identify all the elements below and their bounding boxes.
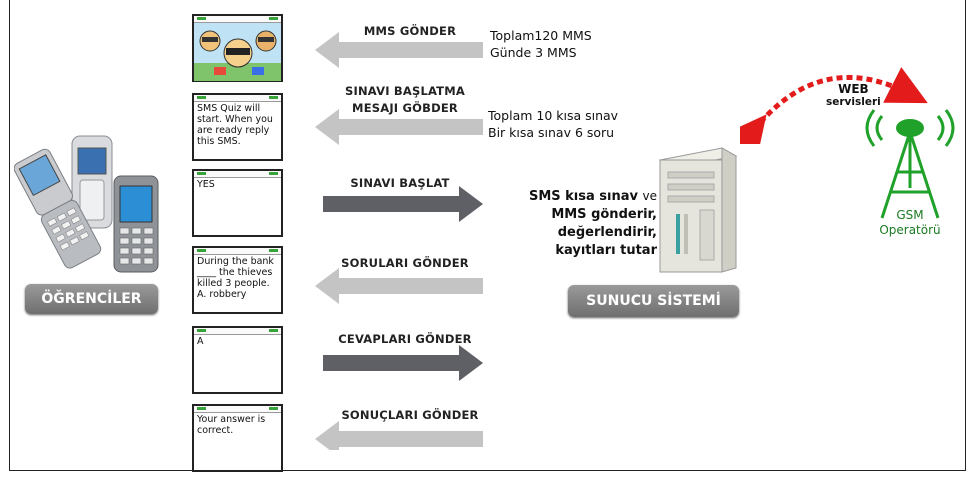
server-tower-icon (658, 147, 738, 273)
phone-status-bar (194, 406, 281, 413)
step-label-mms: MMS GÖNDER (363, 24, 457, 38)
quiz-note-line1: Toplam 10 kısa sınav (488, 108, 619, 123)
phone-screen-question: During the bank ____ the thieves killed … (192, 246, 283, 314)
step-label-questions: SORULARI GÖNDER (341, 256, 469, 270)
phone-screen-mms (192, 14, 283, 82)
screen-text: SMS Quiz will start. When you are ready … (197, 103, 273, 147)
web-label-line2: servisleri (826, 96, 881, 108)
mms-note-line1: Toplam120 MMS (490, 28, 592, 43)
server-desc-line2: MMS gönderir, (551, 207, 657, 222)
diagram-frame (9, 0, 966, 471)
server-description: SMS kısa sınav ve MMS gönderir, değerlen… (505, 187, 657, 260)
student-phones-illustration (14, 135, 159, 273)
step-label-start-message-2: MESAJI GÖBDER (352, 101, 458, 115)
quiz-note: Toplam 10 kısa sınav Bir kısa sınav 6 so… (488, 107, 618, 141)
phone-status-bar (194, 248, 281, 255)
server-desc-line3: değerlendirir, (557, 225, 657, 240)
screen-text: During the bank ____ the thieves killed … (197, 256, 274, 300)
screen-text: Your answer is correct. (197, 414, 266, 436)
phone-status-bar (194, 95, 281, 102)
server-label: SUNUCU SİSTEMİ (568, 285, 739, 317)
mms-cartoon-image (194, 23, 281, 81)
gsm-label: GSM Operatörü (870, 208, 950, 238)
server-desc-line1: SMS kısa sınav (528, 189, 638, 204)
phone-screen-result: Your answer is correct. (192, 404, 283, 472)
arrow-to-students (315, 32, 483, 68)
mms-note: Toplam120 MMS Günde 3 MMS (490, 27, 592, 61)
phone-status-bar (194, 16, 281, 23)
phone-status-bar (194, 171, 281, 178)
web-label: WEB servisleri (826, 82, 881, 109)
quiz-note-line2: Bir kısa sınav 6 soru (488, 125, 615, 140)
step-label-answers: CEVAPLARI GÖNDER (338, 332, 472, 346)
server-desc-line1-ve: ve (642, 189, 657, 203)
step-label-start-message-1: SINAVI BAŞLATMA (345, 84, 465, 98)
gsm-label-line2: Operatörü (879, 223, 941, 237)
mms-note-line2: Günde 3 MMS (490, 45, 577, 60)
arrow-to-server (323, 345, 483, 381)
step-label-results: SONUÇLARI GÖNDER (341, 408, 479, 422)
step-label-start-quiz: SINAVI BAŞLAT (350, 176, 450, 190)
web-label-line1: WEB (838, 82, 869, 96)
arrow-to-server (323, 186, 483, 222)
gsm-antenna-icon (865, 109, 955, 219)
server-desc-line4: kayıtları tutar (555, 243, 657, 258)
arrows-layer (315, 32, 483, 450)
phone-screen-yes: YES (192, 169, 283, 237)
screen-text: A (197, 336, 204, 347)
arrow-to-students (315, 421, 483, 450)
phone-screen-answer: A (192, 326, 283, 394)
phone-screen-quiz-start: SMS Quiz will start. When you are ready … (192, 93, 283, 161)
screen-text: YES (197, 179, 215, 190)
web-services-arrow (740, 67, 928, 144)
phone-status-bar (194, 328, 281, 335)
gsm-label-line1: GSM (896, 208, 924, 222)
arrow-to-students (315, 268, 483, 304)
students-label: ÖĞRENCİLER (25, 284, 158, 314)
arrow-to-students (315, 109, 483, 145)
